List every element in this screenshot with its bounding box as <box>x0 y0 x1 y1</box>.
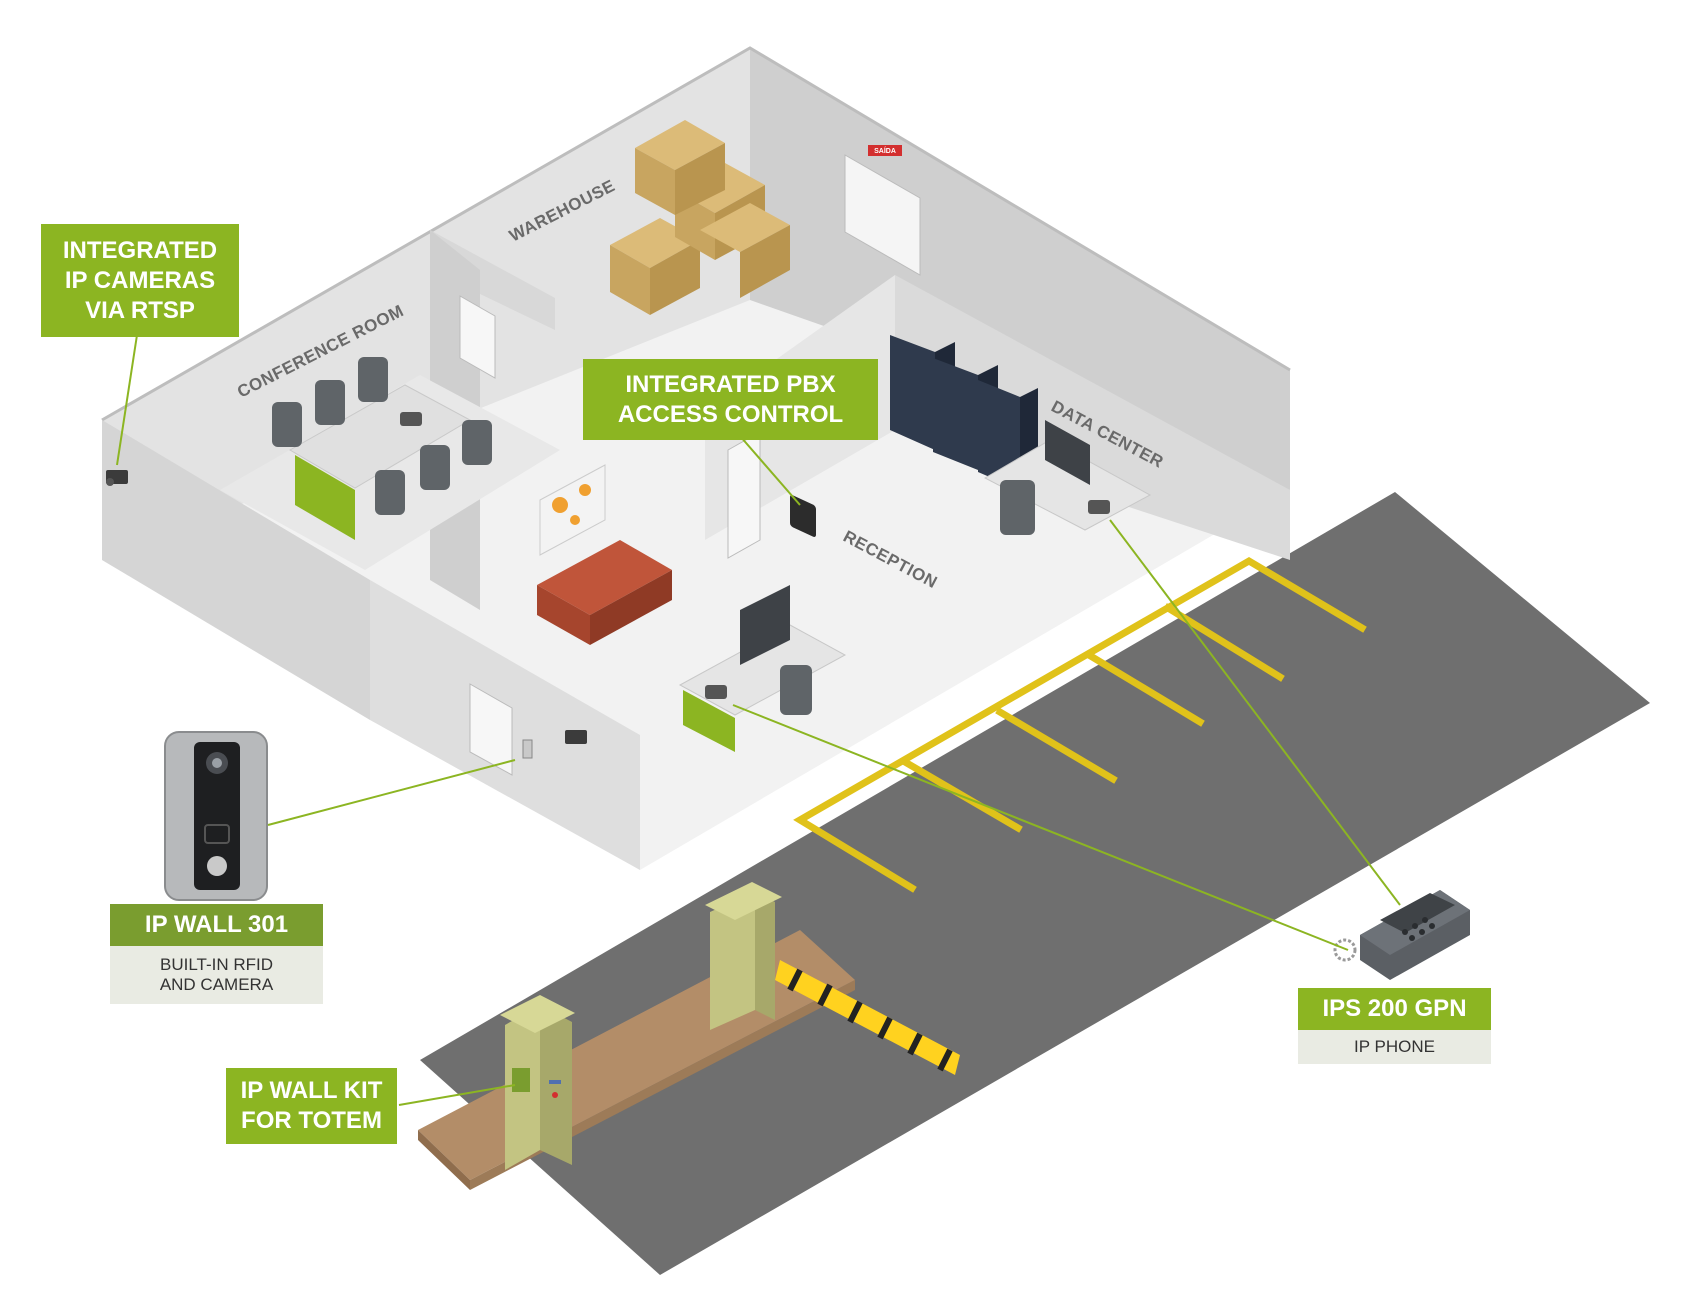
callout-ip-cameras-line3: VIA RTSP <box>85 296 195 324</box>
totem-intercom-icon <box>512 1068 530 1092</box>
product-desc-ip-wall: BUILT-IN RFID AND CAMERA <box>110 946 323 1004</box>
barrier-icon <box>775 960 960 1075</box>
data-center-back <box>895 275 1290 560</box>
access-panel-icon <box>790 495 816 537</box>
totem <box>500 995 575 1170</box>
reception-desk <box>678 585 847 752</box>
product-desc-ip-phone: IP PHONE <box>1298 1030 1491 1064</box>
product-desc-ip-wall-line2: AND CAMERA <box>159 975 274 994</box>
data-center-phone-icon <box>1088 500 1110 514</box>
exit-door <box>844 154 921 276</box>
sofa <box>537 540 672 645</box>
conference-chairs <box>272 357 492 515</box>
back-wall-right <box>750 48 1290 490</box>
callout-pbx-line1: INTEGRATED PBX <box>625 370 836 398</box>
exit-sign <box>868 145 902 156</box>
exit-sign-label: SAÍDA <box>874 146 896 155</box>
product-name-ip-wall: IP WALL 301 <box>110 904 323 946</box>
parking-lot <box>420 492 1650 1275</box>
callout-ip-cameras-line2: IP CAMERAS <box>64 266 216 294</box>
conference-phone-icon <box>400 412 422 426</box>
product-desc-ip-wall-line1: BUILT-IN RFID <box>159 955 274 974</box>
reception-phone-icon <box>705 685 727 699</box>
conference-wall <box>102 420 370 720</box>
callout-ip-wall-kit-totem: IP WALL KIT FOR TOTEM <box>226 1068 397 1144</box>
barrier-column <box>705 882 782 1030</box>
connector-lines <box>116 334 1401 1106</box>
back-wall-left <box>102 48 750 560</box>
camera-icon <box>106 470 128 486</box>
callout-pbx-access-control: INTEGRATED PBX ACCESS CONTROL <box>583 359 878 440</box>
callout-ip-cameras: INTEGRATED IP CAMERAS VIA RTSP <box>41 224 239 337</box>
callout-pbx-line2: ACCESS CONTROL <box>617 400 844 428</box>
conference-door <box>459 295 496 379</box>
telephone-icon <box>1333 890 1470 980</box>
callout-totem-line1: IP WALL KIT <box>240 1077 383 1104</box>
front-door <box>469 683 513 776</box>
wall-camera-icon <box>565 730 587 744</box>
reception-door <box>727 431 761 559</box>
data-center-monitor <box>1045 420 1090 485</box>
server-racks <box>890 335 1038 490</box>
callout-totem-line2: FOR TOTEM <box>241 1107 382 1134</box>
wall-intercom-icon <box>522 739 533 759</box>
intercom-icon <box>164 731 268 901</box>
warehouse-boxes <box>610 120 790 315</box>
product-name-ip-phone: IPS 200 GPN <box>1298 988 1491 1030</box>
reception-monitor <box>740 585 790 665</box>
product-desc-ip-phone-text: IP PHONE <box>1354 1037 1435 1056</box>
callout-ip-cameras-line1: INTEGRATED <box>62 236 218 264</box>
